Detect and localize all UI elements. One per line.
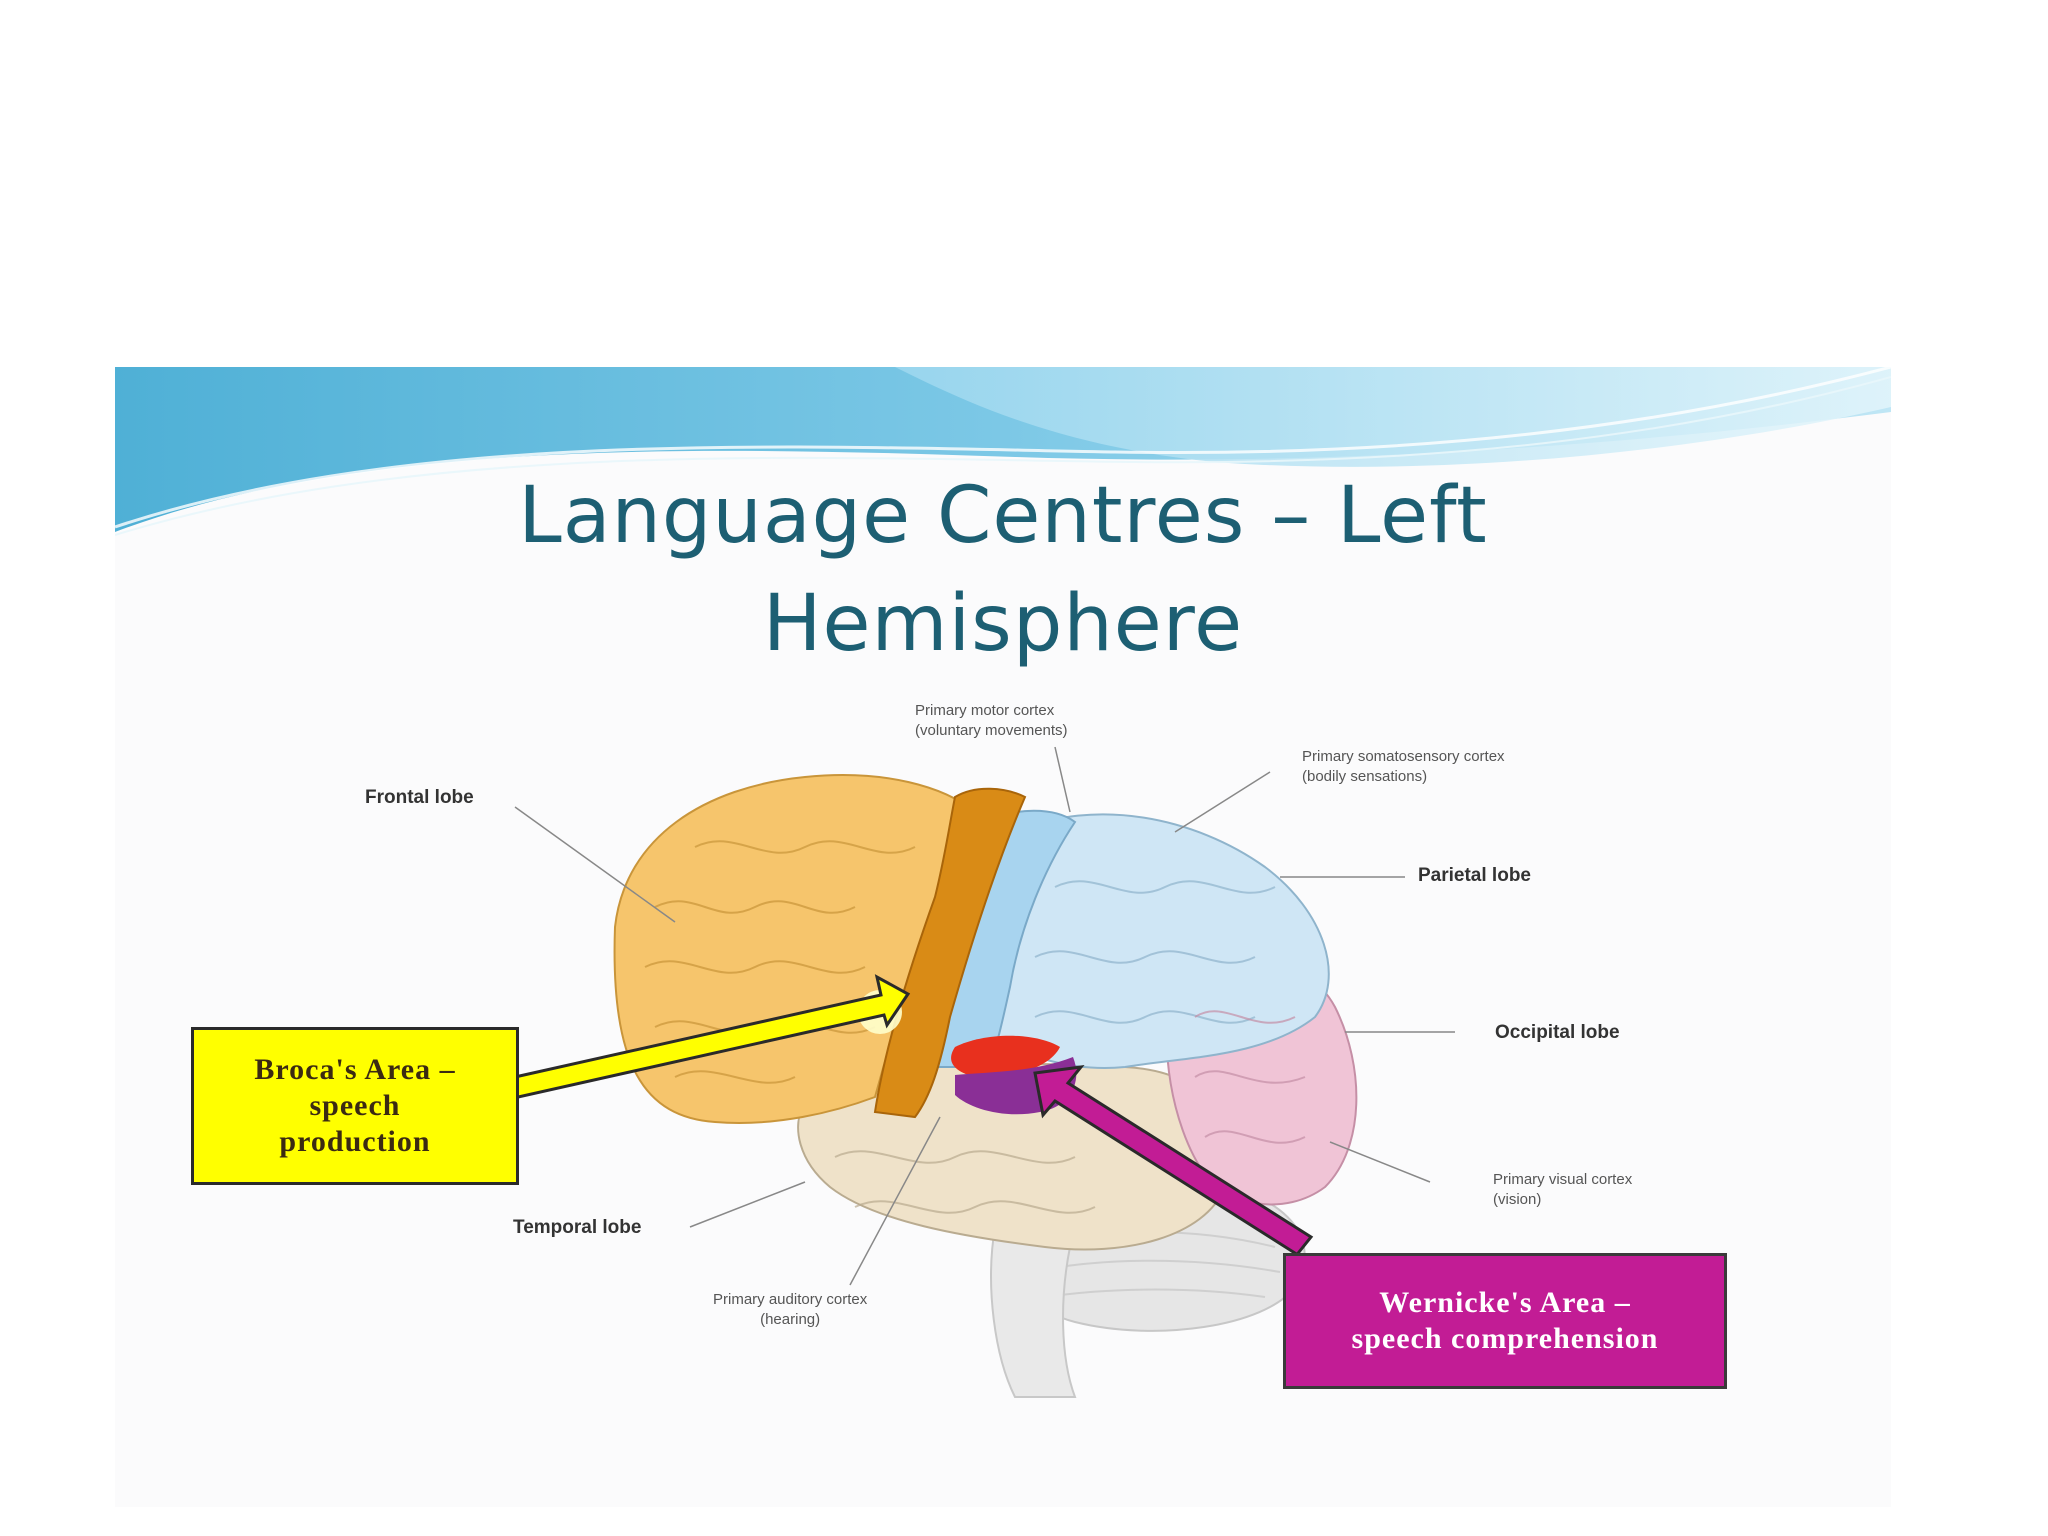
label-primary-somatosensory-cortex: Primary somatosensory cortex (bodily sen…: [1302, 748, 1505, 786]
wave-banner: [115, 367, 1891, 536]
label-primary-visual-cortex: Primary visual cortex (vision): [1493, 1171, 1633, 1209]
occipital-gyri: [1194, 1010, 1306, 1144]
label-primary-motor-cortex: Primary motor cortex (voluntary movement…: [915, 702, 1068, 740]
label-occipital-lobe: Occipital lobe: [1495, 1022, 1620, 1043]
motor-cortex-region: [873, 787, 1027, 1119]
brain-diagram: [511, 746, 1455, 1398]
slide: Language Centres – Left Hemisphere: [115, 367, 1891, 1507]
broca-arrow: [511, 974, 911, 1103]
label-primary-auditory-cortex: Primary auditory cortex (hearing): [713, 1291, 868, 1329]
parietal-gyri: [1034, 880, 1276, 1024]
label-frontal-lobe: Frontal lobe: [365, 787, 474, 808]
label-temporal-lobe: Temporal lobe: [513, 1217, 642, 1238]
brainstem: [990, 1225, 1077, 1398]
broca-region: [951, 1035, 1060, 1078]
label-parietal-lobe: Parietal lobe: [1418, 865, 1531, 886]
slide-title-line2: Hemisphere: [762, 579, 1244, 669]
broca-area-callout: Broca's Area – speech production: [191, 1027, 519, 1185]
wernicke-area-callout: Wernicke's Area – speech comprehension: [1283, 1253, 1727, 1389]
slide-title-line1: Language Centres – Left: [518, 471, 1488, 561]
wernicke-arrow: [1033, 1065, 1314, 1259]
leader-lines: [514, 746, 1455, 1286]
temporal-gyri: [834, 1150, 1096, 1214]
frontal-gyri: [644, 840, 916, 1084]
